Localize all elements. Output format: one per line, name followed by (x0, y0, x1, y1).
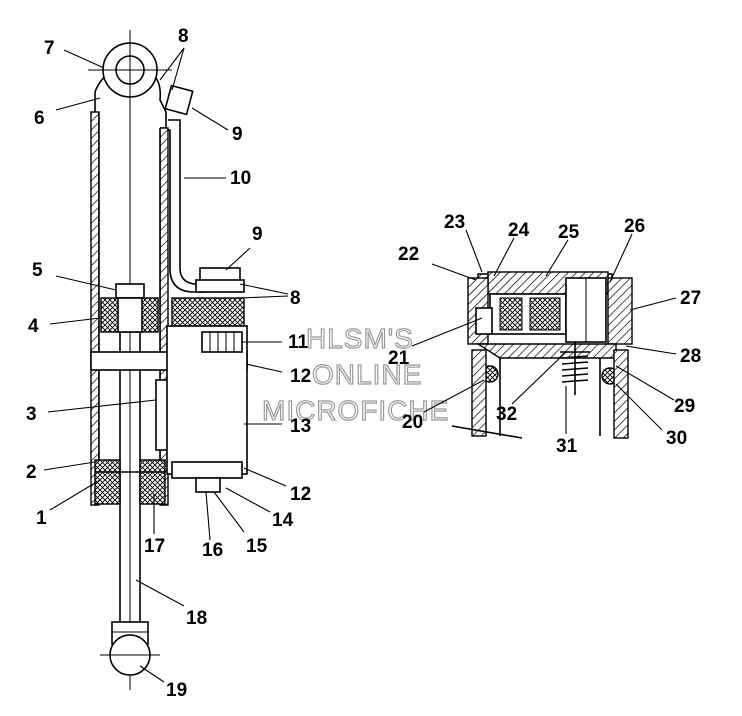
callout-24: 24 (508, 220, 530, 241)
callout-9-lower: 9 (252, 224, 263, 245)
callout-5: 5 (32, 260, 43, 281)
callout-26: 26 (624, 216, 645, 237)
callout-27: 27 (680, 288, 701, 309)
callout-12-upper: 12 (290, 366, 311, 387)
callout-8-lower: 8 (290, 288, 301, 309)
watermark-line3: MICROFICHE (262, 395, 449, 426)
callout-23: 23 (444, 212, 465, 233)
callout-labels: 7 8 6 9 10 9 8 5 4 11 12 3 13 2 1 12 14 … (26, 26, 701, 701)
callout-3: 3 (26, 404, 37, 425)
callout-18: 18 (186, 608, 207, 629)
leader-lines (43, 47, 677, 683)
callout-30: 30 (666, 428, 687, 449)
callout-14: 14 (272, 510, 294, 531)
callout-12-lower: 12 (290, 484, 311, 505)
callout-9-top: 9 (232, 124, 243, 145)
callout-17: 17 (144, 536, 165, 557)
callout-32: 32 (496, 404, 517, 425)
callout-16: 16 (202, 540, 223, 561)
callout-15: 15 (246, 536, 268, 557)
callout-19: 19 (166, 680, 187, 701)
watermark: HLSM'S ONLINE MICROFICHE (261, 322, 449, 426)
callout-2: 2 (26, 462, 37, 483)
callout-28: 28 (680, 346, 701, 367)
callout-10: 10 (230, 168, 251, 189)
callout-13: 13 (290, 416, 311, 437)
callout-22: 22 (398, 244, 419, 265)
callout-31: 31 (556, 436, 578, 457)
callout-1: 1 (36, 508, 47, 529)
watermark-line2: ONLINE (312, 359, 422, 390)
callout-6: 6 (34, 108, 45, 129)
shock-body (88, 30, 248, 690)
callout-20: 20 (402, 412, 423, 433)
callout-21: 21 (388, 348, 410, 369)
callout-11: 11 (288, 332, 309, 353)
callout-25: 25 (558, 222, 580, 243)
callout-8-top: 8 (178, 26, 189, 47)
piston-detail-drawing (451, 271, 633, 439)
callout-7: 7 (44, 38, 55, 59)
callout-4: 4 (28, 316, 39, 337)
callout-29: 29 (674, 396, 695, 417)
watermark-line1: HLSM'S (306, 323, 414, 354)
